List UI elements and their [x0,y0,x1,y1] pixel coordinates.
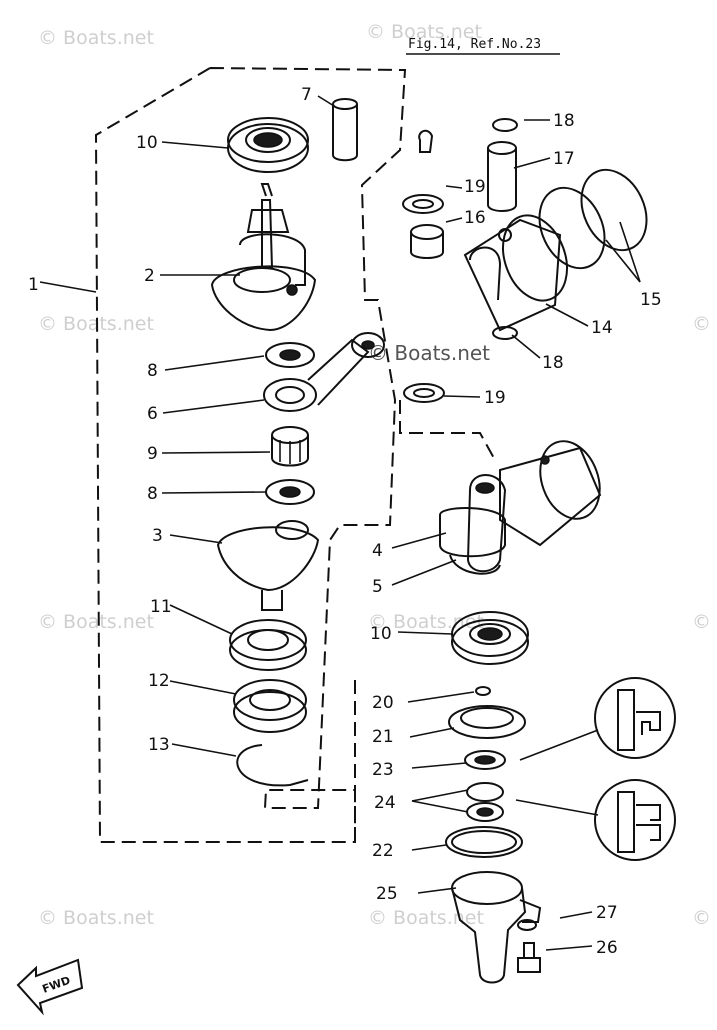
oil-seals-lower [466,782,504,822]
upper-crankshaft [210,183,317,332]
small-end-needle-bearing [410,224,444,259]
callout-22: 22 [372,841,394,861]
o-ring-large [445,826,523,858]
washer-upper [402,194,444,214]
seal-detail-bubble-top [519,677,676,761]
callout-10-bottom: 10 [370,624,392,644]
callout-5: 5 [372,577,383,597]
callout-19-top: 19 [464,177,486,197]
oil-seal-plate [448,705,526,739]
thrust-washer-upper [265,342,315,368]
callout-17: 17 [553,149,575,169]
watermark-center-2: © Boats.net [368,611,484,633]
callout-20: 20 [372,693,394,713]
callout-1: 1 [28,275,39,295]
watermark-right-3: © Boats.net [692,907,717,929]
watermark-right-2: © Boats.net [692,611,717,633]
needle-bearing [271,426,309,467]
ball-bearing-bottom [451,611,529,665]
washer-lower [403,383,445,403]
callout-27: 27 [596,903,618,923]
connecting-rod [263,332,385,412]
oil-seal-upper [464,750,506,770]
callout-labels: 1 7 10 2 8 6 9 8 3 11 12 13 18 17 19 16 … [28,85,662,958]
watermark-center-3: © Boats.net [368,907,484,929]
crank-pin [332,98,358,162]
callout-16: 16 [464,208,486,228]
piston-rings [538,168,648,270]
piston-pin-clip-top [492,118,518,132]
callout-11: 11 [150,597,172,617]
thrust-washer-lower [265,479,315,505]
piston-pin-clip-bottom [492,326,518,340]
callout-3: 3 [152,526,163,546]
callout-13: 13 [148,735,170,755]
seal-detail-bubble-bottom [515,779,676,861]
callout-2: 2 [144,266,155,286]
callout-24: 24 [374,793,396,813]
callout-26: 26 [596,938,618,958]
watermarks: © Boats.net © Boats.net © Boats.net © Bo… [38,21,717,929]
callout-10-top: 10 [136,133,158,153]
watermark-left-1: © Boats.net [38,313,154,335]
piston [463,214,568,332]
callout-7: 7 [301,85,312,105]
watermark-left-2: © Boats.net [38,611,154,633]
callout-18-bottom: 18 [542,353,564,373]
woodruff-key [418,129,434,153]
callout-9: 9 [147,444,158,464]
callout-6: 6 [147,404,158,424]
callout-14: 14 [591,318,613,338]
callout-15: 15 [640,290,662,310]
leader-lines [39,95,641,951]
callout-8-upper: 8 [147,361,158,381]
watermark-right-1: © Boats.net [692,313,717,335]
callout-19-bottom: 19 [484,388,506,408]
callout-12: 12 [148,671,170,691]
fwd-direction-badge: FWD [16,958,84,1016]
oil-seal-housing [233,679,307,733]
callout-21: 21 [372,727,394,747]
callout-23: 23 [372,760,394,780]
piston-rod-assembly [439,440,602,575]
ball-bearing-lower [229,619,307,671]
assembly-1-boundary [94,67,407,843]
piston-assembly-boundary [399,400,496,461]
washer-bolt [517,919,537,931]
piston-pin [487,141,517,212]
figure-reference: Fig.14, Ref.No.23 [408,37,541,52]
lower-crankshaft [216,520,320,611]
callout-4: 4 [372,541,383,561]
hex-bolt [517,942,541,973]
watermark-left-3: © Boats.net [38,907,154,929]
callout-25: 25 [376,884,398,904]
snap-ring [236,744,309,787]
callout-8-lower: 8 [147,484,158,504]
watermark-top-center: © Boats.net [366,21,482,43]
o-ring-small [475,686,491,696]
callout-18-top: 18 [553,111,575,131]
ball-bearing-top [227,117,309,173]
watermark-top-left: © Boats.net [38,27,154,49]
